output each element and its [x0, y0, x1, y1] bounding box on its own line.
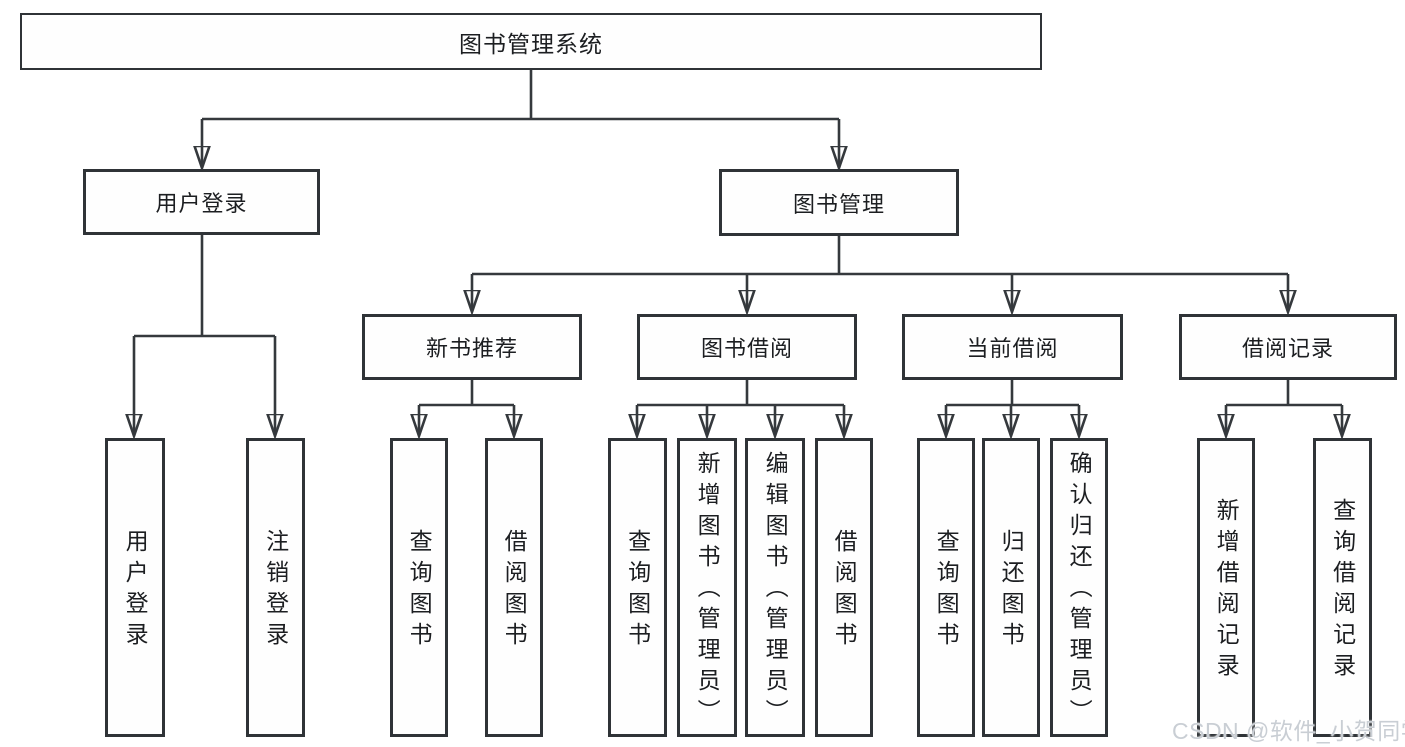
node-query-books-borrow: 查询图书	[608, 438, 667, 737]
node-current-borrow: 当前借阅	[902, 314, 1123, 380]
node-confirm-return-admin: 确认归还（管理员）	[1050, 438, 1108, 737]
node-borrow-records: 借阅记录	[1179, 314, 1397, 380]
connector-user-login-children	[134, 235, 275, 436]
node-logout: 注销登录	[246, 438, 305, 737]
node-book-borrow: 图书借阅	[637, 314, 857, 380]
node-query-books-recommend: 查询图书	[390, 438, 448, 737]
connector-new-book-children	[419, 380, 514, 436]
connector-current-borrow-children	[946, 380, 1079, 436]
connector-book-borrow-children	[637, 380, 844, 436]
node-return-book: 归还图书	[982, 438, 1040, 737]
node-book-management: 图书管理	[719, 169, 959, 236]
node-user-login-leaf: 用户登录	[105, 438, 165, 737]
connector-borrow-record-children	[1226, 380, 1342, 436]
node-query-borrow-record: 查询借阅记录	[1313, 438, 1372, 737]
node-borrow-books-leaf: 借阅图书	[815, 438, 873, 737]
node-borrow-books-recommend: 借阅图书	[485, 438, 543, 737]
node-add-borrow-record: 新增借阅记录	[1197, 438, 1255, 737]
node-add-book-admin: 新增图书（管理员）	[677, 438, 737, 737]
connector-book-management-children	[472, 236, 1288, 312]
node-edit-book-admin: 编辑图书（管理员）	[745, 438, 805, 737]
node-query-books-current: 查询图书	[917, 438, 975, 737]
node-user-login: 用户登录	[83, 169, 320, 235]
node-root: 图书管理系统	[20, 13, 1042, 70]
connector-root-to-level2	[202, 69, 839, 168]
watermark: CSDN @软件_小贺同学	[1172, 718, 1405, 744]
node-new-book-recommend: 新书推荐	[362, 314, 582, 380]
